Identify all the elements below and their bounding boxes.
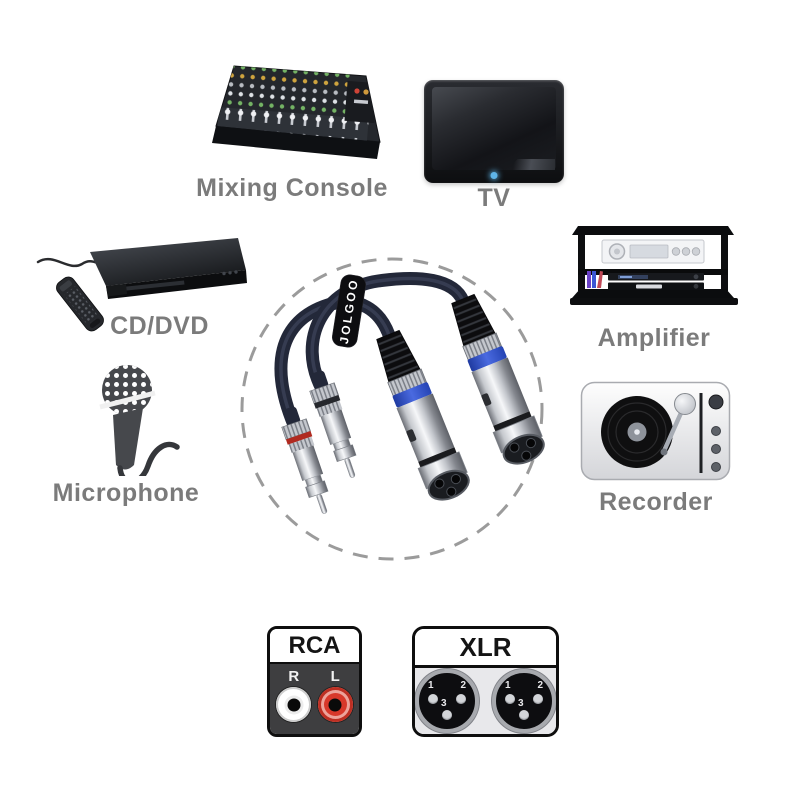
rca-jack-hole <box>328 698 342 711</box>
rca-title: RCA <box>270 629 359 664</box>
tv-illustration <box>424 80 564 183</box>
tv-label: TV <box>477 184 511 212</box>
device-mixing-console: Mixing Console <box>194 58 390 203</box>
xlr-pin <box>456 694 466 704</box>
xlr-pin <box>428 694 438 704</box>
xlr-pin-number: 2 <box>460 680 466 691</box>
xlr-pin-number: 2 <box>537 680 543 691</box>
xlr-connector-right <box>451 293 545 465</box>
power-cable <box>36 257 100 268</box>
remote-control-illustration <box>56 276 104 332</box>
rca-jack-panel: R L <box>270 664 359 734</box>
xlr-legend-box: XLR 1 2 3 1 2 3 <box>412 626 559 737</box>
microphone-cable <box>117 441 180 476</box>
amplifier-illustration <box>570 226 738 305</box>
rca-plug-left <box>281 406 329 514</box>
xlr-pin-number: 3 <box>441 698 447 709</box>
xlr-pin <box>505 694 515 704</box>
xlr-connector-left <box>376 329 470 501</box>
dashed-circle <box>240 257 544 561</box>
device-recorder: Recorder <box>580 381 732 517</box>
xlr-pin-diagram: 1 2 3 <box>415 669 479 733</box>
rca-jack-hole <box>287 698 301 711</box>
cd-player-top <box>90 238 246 286</box>
cable-jacket <box>274 271 470 432</box>
xlr-title: XLR <box>415 629 556 668</box>
device-tv: TV <box>420 80 568 213</box>
device-microphone: Microphone <box>48 362 204 508</box>
device-cd-dvd: CD/DVD <box>28 226 263 348</box>
rca-plug-right <box>309 370 357 478</box>
cable-brand-band: JOLGOO <box>332 274 366 348</box>
rca-channel-right: R <box>276 668 312 734</box>
recorder-illustration <box>580 381 731 481</box>
rca-jack-white <box>276 687 312 722</box>
rca-channel-left: L <box>317 668 353 734</box>
mixing-console-illustration <box>212 65 381 159</box>
cd-dvd-illustration <box>36 238 247 332</box>
amplifier-label: Amplifier <box>597 324 711 352</box>
mixing-console-label: Mixing Console <box>196 174 388 202</box>
xlr-pin-number: 1 <box>428 680 434 691</box>
tv-power-led <box>490 172 498 179</box>
rca-channel-left-label: L <box>330 668 340 685</box>
microphone-label: Microphone <box>52 479 200 507</box>
book <box>597 271 603 288</box>
rca-jack-red <box>317 687 353 722</box>
cd-dvd-label: CD/DVD <box>110 312 209 340</box>
rca-legend-box: RCA R L <box>267 626 362 737</box>
tv-screen <box>432 87 556 170</box>
xlr-pin-panel: 1 2 3 1 2 3 <box>415 668 556 734</box>
xlr-pin <box>519 710 529 720</box>
xlr-pin-diagram: 1 2 3 <box>492 669 556 733</box>
device-amplifier: Amplifier <box>570 212 738 353</box>
book <box>592 271 596 288</box>
microphone-icon <box>99 365 180 476</box>
xlr-pin-number: 3 <box>518 698 524 709</box>
xlr-pin <box>442 710 452 720</box>
book <box>587 271 591 288</box>
xlr-pin-number: 1 <box>505 680 511 691</box>
xlr-pin <box>533 694 543 704</box>
tv-bezel-highlight <box>507 159 555 170</box>
cable-photo: JOLGOO <box>240 257 545 561</box>
rca-channel-right-label: R <box>288 668 300 685</box>
recorder-label: Recorder <box>599 488 713 516</box>
